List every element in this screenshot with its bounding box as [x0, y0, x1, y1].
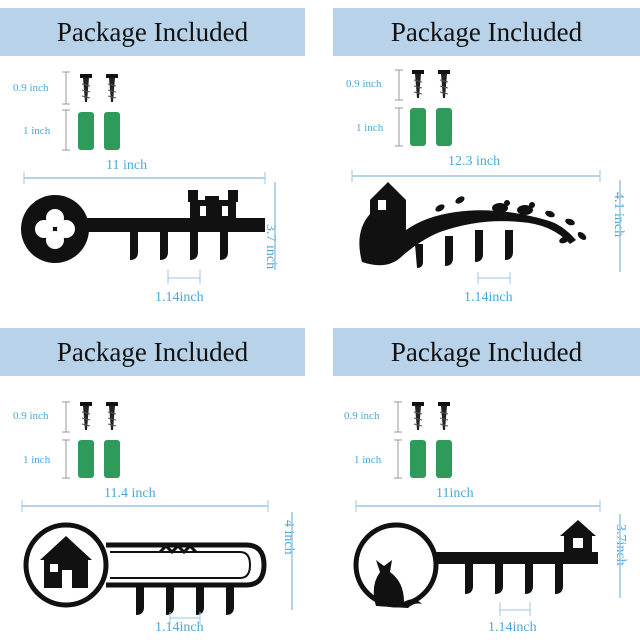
wall-anchor-icon: [104, 440, 120, 478]
panel-title: Package Included: [56, 17, 249, 47]
width-label: 11.4 inch: [104, 486, 156, 501]
panel-title: Package Included: [390, 337, 583, 367]
screw-icon: [106, 402, 118, 430]
hook-spacing-label: 1.14inch: [155, 290, 204, 305]
width-label: 11inch: [436, 486, 474, 501]
product-panel-key-castle: Package Included 0.9 inch 1 inch 11 inch…: [0, 0, 320, 320]
screw-icon: [80, 74, 92, 102]
screw-length-label: 0.9 inch: [13, 82, 49, 94]
wall-anchor-icon: [436, 440, 452, 478]
screw-length-label: 0.9 inch: [346, 78, 382, 90]
house-birds-branch-icon: [351, 69, 621, 284]
panel-title: Package Included: [56, 337, 249, 367]
screw-icon: [438, 402, 450, 430]
screw-icon: [106, 74, 118, 102]
anchor-length-label: 1 inch: [23, 454, 51, 466]
screw-icon: [412, 70, 424, 98]
anchor-length-label: 1 inch: [23, 125, 51, 137]
product-panel-key-house: Package Included 0.9 inch 1 inch 11.4 in…: [0, 320, 320, 640]
product-panel-key-cat: Package Included 0.9 inch 1 inch 11inch …: [320, 320, 640, 640]
wall-anchor-icon: [78, 440, 94, 478]
wall-anchor-icon: [410, 440, 426, 478]
title-banner: Package Included: [333, 8, 640, 56]
width-label: 12.3 inch: [448, 154, 501, 169]
key-castle-icon: [21, 71, 276, 284]
panel-title: Package Included: [390, 17, 583, 47]
anchor-length-label: 1 inch: [354, 454, 382, 466]
screw-length-label: 0.9 inch: [344, 410, 380, 422]
key-cat-house-icon: [353, 401, 621, 616]
screw-length-label: 0.9 inch: [13, 410, 49, 422]
anchor-length-label: 1 inch: [356, 122, 384, 134]
wall-anchor-icon: [78, 112, 94, 150]
screw-icon: [412, 402, 424, 430]
title-banner: Package Included: [0, 328, 305, 376]
title-banner: Package Included: [333, 328, 640, 376]
hook-spacing-label: 1.14inch: [488, 620, 537, 635]
hook-spacing-label: 1.14inch: [464, 290, 513, 305]
wall-anchor-icon: [410, 108, 426, 146]
product-panel-house-birds: Package Included 0.9 inch 1 inch 12.3 in…: [320, 0, 640, 320]
wall-anchor-icon: [436, 108, 452, 146]
key-house-icon: [21, 401, 293, 624]
screw-icon: [438, 70, 450, 98]
width-label: 11 inch: [106, 158, 148, 173]
screw-icon: [80, 402, 92, 430]
title-banner: Package Included: [0, 8, 305, 56]
wall-anchor-icon: [104, 112, 120, 150]
hook-spacing-label: 1.14inch: [155, 620, 204, 635]
